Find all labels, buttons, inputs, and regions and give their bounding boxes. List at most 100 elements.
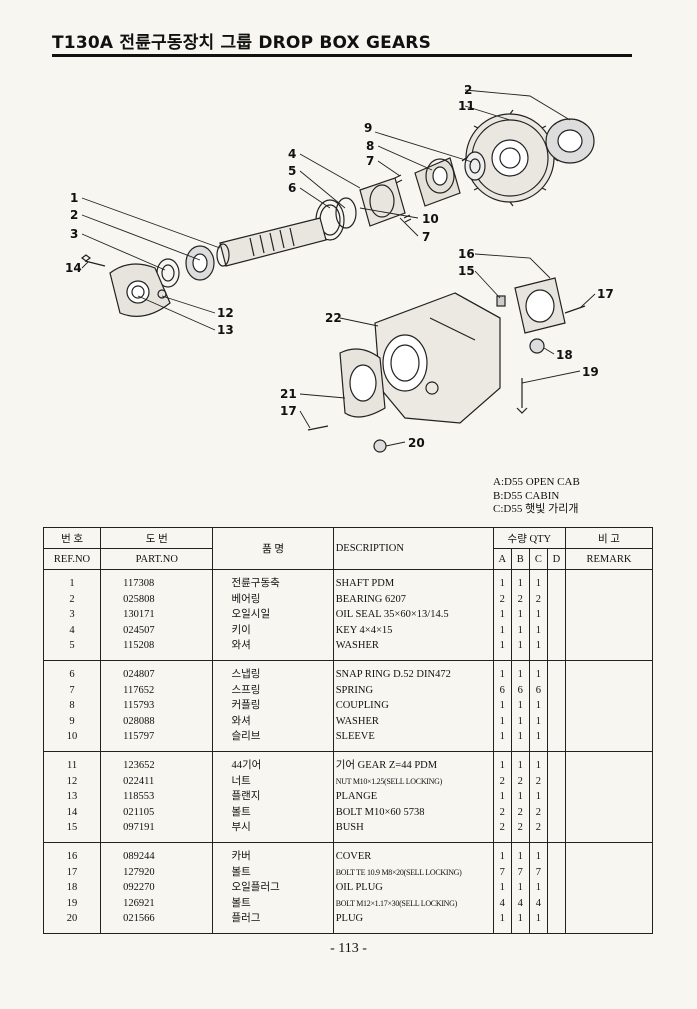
cell-part: 115208	[100, 638, 214, 654]
page-number: - 113 -	[330, 941, 367, 956]
cell-kor: 오일시일	[212, 607, 334, 623]
callout-16: 16	[458, 247, 475, 261]
cell-a: 1	[492, 638, 512, 654]
cell-rem	[564, 757, 654, 774]
page-title: T130A 전륜구동장치 그룹 DROP BOX GEARS	[52, 33, 432, 53]
cell-d	[546, 848, 566, 865]
cell-desc: WASHER	[332, 638, 494, 654]
cell-desc: PLANGE	[332, 789, 494, 805]
cell-rem	[564, 895, 654, 912]
cell-rem	[564, 880, 654, 896]
cell-kor: 오일플러그	[212, 880, 334, 896]
cell-b: 6	[510, 682, 530, 699]
callout-3: 3	[70, 227, 78, 241]
cell-ref: 11	[42, 757, 102, 774]
cell-kor: 볼트	[212, 804, 334, 821]
cell-ref: 6	[42, 666, 102, 683]
cell-ref: 16	[42, 848, 102, 865]
cell-kor: 슬리브	[212, 729, 334, 745]
cell-d	[546, 713, 566, 730]
header-ref-no: REF.NO	[42, 548, 102, 570]
callout-15: 15	[458, 264, 475, 278]
cell-part: 097191	[100, 820, 214, 836]
cell-desc: PLUG	[332, 911, 494, 927]
header-remark-kor: 비 고	[564, 527, 654, 549]
cell-rem	[564, 607, 654, 623]
cell-a: 1	[492, 713, 512, 730]
header-qty-c: C	[528, 548, 548, 570]
header-qty-d: D	[546, 548, 566, 570]
header-qty-a: A	[492, 548, 512, 570]
legend-a: A:D55 OPEN CAB	[493, 476, 580, 488]
cell-c: 2	[528, 591, 548, 608]
cell-b: 1	[510, 911, 530, 927]
cell-part: 127920	[100, 864, 214, 881]
cell-kor: 커플링	[212, 698, 334, 714]
cell-c: 1	[528, 666, 548, 683]
cell-part: 024807	[100, 666, 214, 683]
callout-4: 4	[288, 147, 296, 161]
cell-part: 024507	[100, 622, 214, 639]
cell-desc: BUSH	[332, 820, 494, 836]
cell-c: 1	[528, 729, 548, 745]
cell-desc: SPRING	[332, 682, 494, 699]
cell-desc: OIL SEAL 35×60×13/14.5	[332, 607, 494, 623]
callout-6: 6	[288, 181, 296, 195]
cell-a: 6	[492, 682, 512, 699]
page-header: T130A 전륜구동장치 그룹 DROP BOX GEARS	[52, 28, 632, 57]
header-part-no: PART.NO	[100, 548, 214, 570]
cell-kor: 스프링	[212, 682, 334, 699]
cell-kor: 와셔	[212, 638, 334, 654]
callout-21: 21	[280, 387, 297, 401]
parts-table: 번 호 도 번 품 명 DESCRIPTION 수량 QTY 비 고 REF.N…	[42, 527, 654, 934]
cell-d	[546, 729, 566, 745]
cell-d	[546, 638, 566, 654]
cell-c: 2	[528, 773, 548, 790]
cell-ref: 8	[42, 698, 102, 714]
cell-kor: 키이	[212, 622, 334, 639]
cell-kor: 베어링	[212, 591, 334, 608]
cell-b: 1	[510, 880, 530, 896]
cell-b: 1	[510, 698, 530, 714]
cell-b: 1	[510, 757, 530, 774]
cell-b: 4	[510, 895, 530, 912]
cell-desc: BEARING 6207	[332, 591, 494, 608]
cell-c: 1	[528, 576, 548, 592]
callout-22: 22	[325, 311, 342, 325]
cell-b: 1	[510, 607, 530, 623]
cell-part: 092270	[100, 880, 214, 896]
gear-drawing	[461, 109, 559, 207]
cell-a: 2	[492, 820, 512, 836]
cell-b: 2	[510, 820, 530, 836]
cell-b: 1	[510, 713, 530, 730]
cell-d	[546, 622, 566, 639]
cell-c: 7	[528, 864, 548, 881]
shaft-drawing	[216, 217, 327, 267]
cell-b: 1	[510, 789, 530, 805]
cell-a: 4	[492, 895, 512, 912]
legend-b: B:D55 CABIN	[493, 489, 560, 502]
callout-19: 19	[582, 365, 599, 379]
cell-part: 021566	[100, 911, 214, 927]
cell-part: 118553	[100, 789, 214, 805]
cell-part: 025808	[100, 591, 214, 608]
cell-a: 2	[492, 773, 512, 790]
cell-rem	[564, 773, 654, 790]
cell-a: 1	[492, 880, 512, 896]
cell-rem	[564, 638, 654, 654]
cell-rem	[564, 713, 654, 730]
header-qty-b: B	[510, 548, 530, 570]
cell-c: 4	[528, 895, 548, 912]
cell-d	[546, 895, 566, 912]
cell-ref: 12	[42, 773, 102, 790]
cell-part: 115797	[100, 729, 214, 745]
cell-c: 2	[528, 820, 548, 836]
cell-kor: 플랜지	[212, 789, 334, 805]
